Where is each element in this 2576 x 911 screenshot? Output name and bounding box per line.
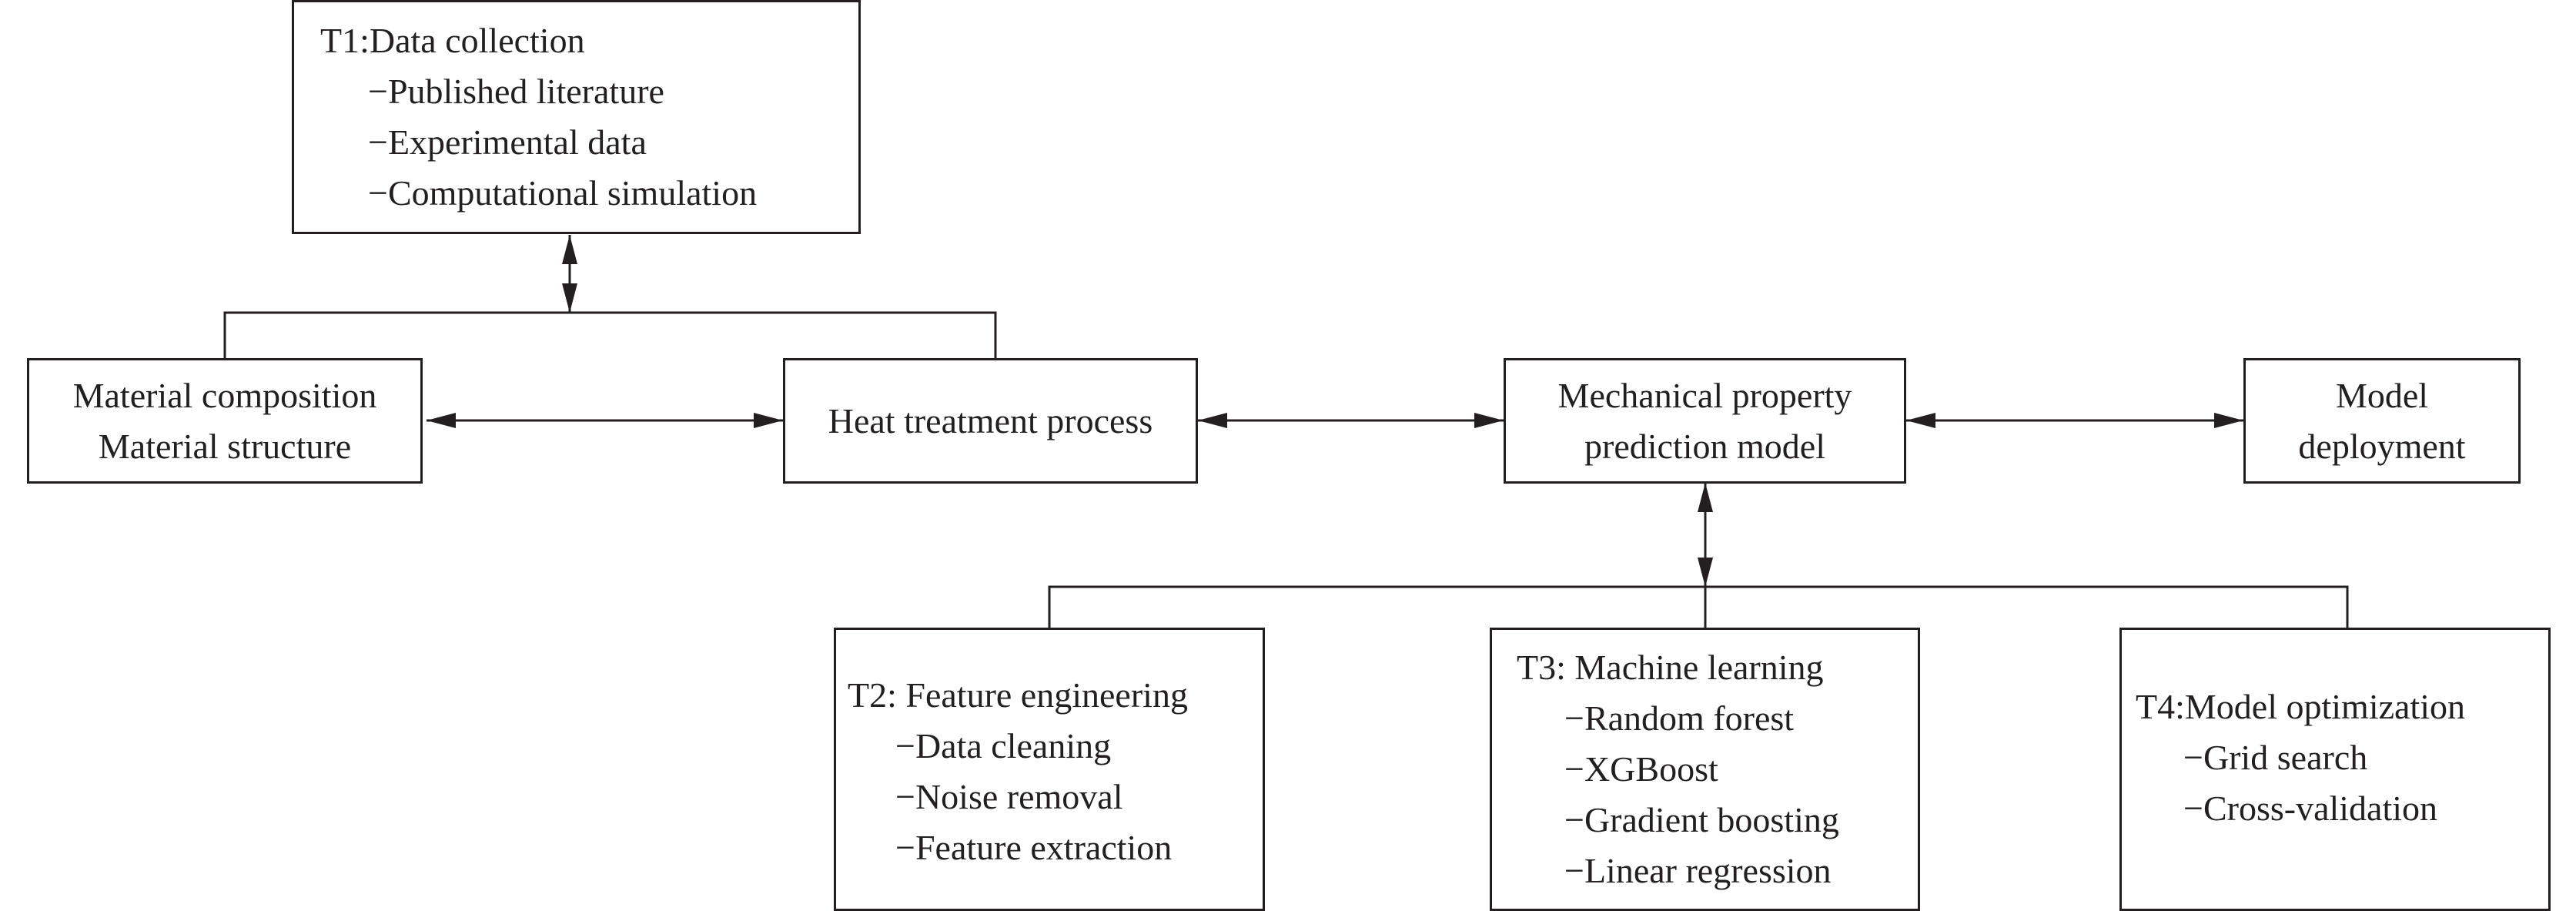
heat-label: Heat treatment process [828,400,1153,440]
t3-item: Random forest [1517,693,1918,744]
prediction-model-box: Mechanical property prediction model [1504,358,1906,484]
t3-item: Linear regression [1517,846,1918,896]
t2-feature-engineering-box: T2: Feature engineering Data cleaning No… [834,628,1265,911]
t1-item: Published literature [320,66,858,117]
heat-treatment-box: Heat treatment process [783,358,1198,484]
t2-item: Data cleaning [848,721,1263,772]
material-line-1: Material composition [72,375,377,415]
t3-machine-learning-box: T3: Machine learning Random forest XGBoo… [1490,628,1920,911]
deploy-line-1: Model [2335,375,2429,415]
top-bracket [223,311,997,359]
t1-item: Experimental data [320,117,858,168]
t3-item: Gradient boosting [1517,795,1918,846]
t3-item: XGBoost [1517,744,1918,795]
t2-title: T2: Feature engineering [848,675,1188,715]
model-line-1: Mechanical property [1557,375,1852,415]
deploy-line-2: deployment [2298,426,2466,466]
material-line-2: Material structure [98,426,352,466]
t1-data-collection-box: T1:Data collection Published literature … [292,0,861,234]
t1-title: T1:Data collection [320,21,585,60]
model-line-2: prediction model [1584,426,1825,466]
model-deployment-box: Model deployment [2243,358,2521,484]
t2-item: Noise removal [848,772,1263,822]
t3-title: T3: Machine learning [1517,648,1824,687]
material-box: Material composition Material structure [27,358,423,484]
bottom-bracket [1048,585,2349,628]
t4-item: Grid search [2136,732,2548,783]
t4-model-optimization-box: T4:Model optimization Grid search Cross-… [2119,628,2551,911]
t4-item: Cross-validation [2136,783,2548,834]
t4-title: T4:Model optimization [2136,687,2465,726]
t1-item: Computational simulation [320,168,858,219]
t2-item: Feature extraction [848,822,1263,873]
